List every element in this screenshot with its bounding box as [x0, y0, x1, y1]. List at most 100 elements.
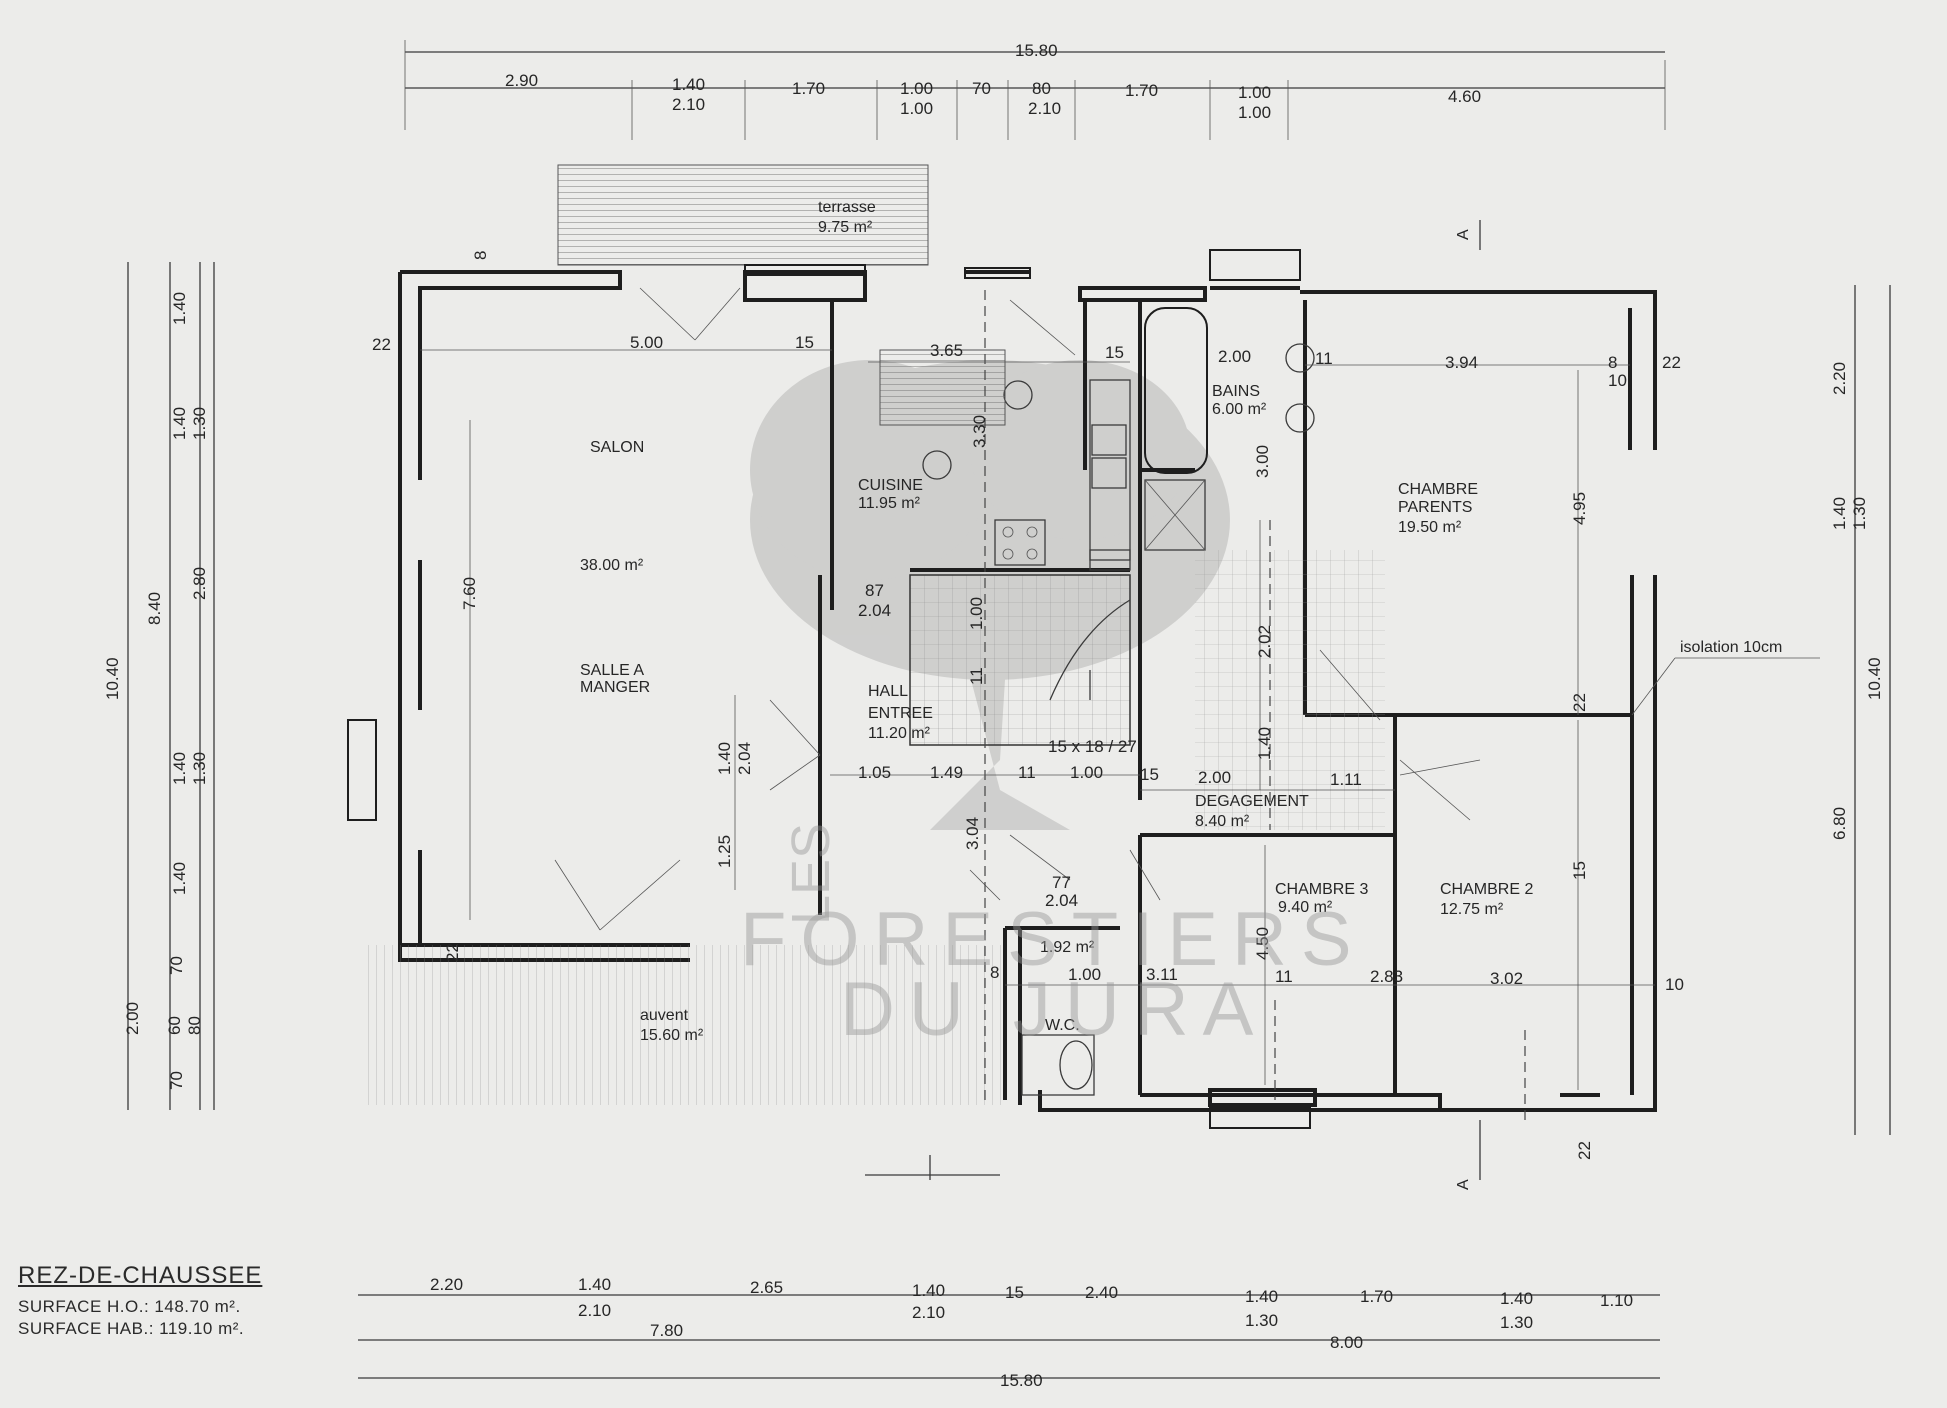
dim-left-0: 10.40: [103, 657, 122, 700]
dim-top-8: 2.10: [1028, 99, 1061, 118]
dim-top-total: 15.80: [1015, 41, 1058, 60]
chambre2-label: CHAMBRE 2: [1440, 881, 1533, 898]
chambre-parents-label-2: PARENTS: [1398, 499, 1472, 516]
dim-int-26: 2.00: [1198, 768, 1231, 787]
surface-hab: SURFACE HAB.: 119.10 m².: [18, 1319, 245, 1338]
dim-left-13: 70: [167, 1071, 186, 1090]
drawing-title: REZ-DE-CHAUSSEE: [18, 1262, 263, 1289]
manger-label: MANGER: [580, 679, 650, 696]
dim-bottom-13: 1.10: [1600, 1291, 1633, 1310]
dim-top-11: 1.00: [1238, 103, 1271, 122]
section-a-bottom: A: [1455, 1179, 1472, 1190]
chambre3-label: CHAMBRE 3: [1275, 881, 1368, 898]
dim-int-16: 1.25: [715, 835, 734, 868]
door-swings: [554, 287, 1481, 931]
dim-top-3: 1.70: [792, 79, 825, 98]
dim-int-52: 10: [1665, 975, 1684, 994]
dim-right-1: 1.40: [1830, 497, 1849, 530]
dim-int-3: 15: [1105, 343, 1124, 362]
dim-int-10: 3.30: [970, 415, 989, 448]
degagement-floor: [1195, 550, 1385, 830]
terrasse-area-label: 9.75 m²: [818, 219, 873, 236]
dim-int-44: 15: [1570, 861, 1589, 880]
window-frames: [347, 249, 1311, 1129]
salle-label: SALLE A: [580, 662, 644, 679]
dim-int-24: 1.00: [1070, 763, 1103, 782]
dim-int-13: 7.60: [460, 577, 479, 610]
watermark-line2: DU JURA: [840, 967, 1268, 1052]
dim-int-21: 1.05: [858, 763, 891, 782]
dim-top-5: 1.00: [900, 99, 933, 118]
dim-int-0: 5.00: [630, 333, 663, 352]
hall-area-label: 11.20 m²: [868, 725, 931, 742]
auvent-area-label: 15.60 m²: [640, 1027, 704, 1044]
dim-bottom-total: 15.80: [1000, 1371, 1043, 1390]
dim-bottom-14: 7.80: [650, 1321, 683, 1340]
salon-area-label: 38.00 m²: [580, 557, 644, 574]
dim-int-9: 10: [1608, 371, 1627, 390]
dim-int-17: 87: [865, 581, 884, 600]
interior-dimension-numbers: 5.00 15 3.65 15 2.00 11 3.94 8 22 10 3.3…: [372, 251, 1684, 1160]
dim-int-41: 2.83: [1370, 967, 1403, 986]
dim-int-42: 3.02: [1490, 969, 1523, 988]
dim-int-40: 11: [1275, 967, 1293, 986]
terrasse-label: terrasse: [818, 199, 876, 216]
dim-int-43: 4.50: [1253, 927, 1272, 960]
dim-int-46: 22: [372, 335, 391, 354]
kitchen-table: [879, 349, 1006, 426]
dim-int-56: 8: [990, 963, 999, 982]
dim-bottom-10: 1.70: [1360, 1287, 1393, 1306]
dim-left-4: 1.30: [190, 407, 209, 440]
dim-left-6: 1.40: [170, 752, 189, 785]
wc-area-label: 1.92 m²: [1040, 939, 1095, 956]
dim-bottom-8: 1.40: [1245, 1287, 1278, 1306]
dim-left-9: 2.00: [123, 1002, 142, 1035]
dim-int-18: 2.04: [858, 601, 891, 620]
dim-int-58: 22: [1575, 1141, 1594, 1160]
dim-int-6: 3.94: [1445, 353, 1478, 372]
dim-left-8: 1.40: [170, 862, 189, 895]
dim-bottom-5: 2.10: [912, 1303, 945, 1322]
cuisine-area-label: 11.95 m²: [858, 495, 921, 512]
dim-int-25: 15: [1140, 765, 1159, 784]
bathtub-icon: [1144, 307, 1208, 474]
dim-left-3: 1.40: [170, 407, 189, 440]
dim-int-11: 3.00: [1253, 445, 1272, 478]
auvent-area: [365, 945, 1005, 1105]
dim-int-45: 22: [1570, 693, 1589, 712]
dim-int-4: 2.00: [1218, 347, 1251, 366]
bottom-dimensions: 2.20 1.40 2.10 2.65 1.40 2.10 15 2.40 1.…: [358, 1275, 1660, 1390]
kitchen-counter: [994, 379, 1131, 571]
dim-top-1: 1.40: [672, 75, 705, 94]
dim-int-14: 1.40: [715, 742, 734, 775]
dim-left-10: 70: [167, 956, 186, 975]
dim-bottom-1: 1.40: [578, 1275, 611, 1294]
salon-label: SALON: [590, 439, 644, 456]
dim-int-15: 2.04: [735, 742, 754, 775]
dim-top-12: 4.60: [1448, 87, 1481, 106]
watermark-line1: FORESTIERS: [740, 897, 1366, 982]
dim-bottom-11: 1.40: [1500, 1289, 1533, 1308]
dim-bottom-0: 2.20: [430, 1275, 463, 1294]
dim-bottom-12: 1.30: [1500, 1313, 1533, 1332]
dim-right-3: 10.40: [1865, 657, 1884, 700]
cuisine-label: CUISINE: [858, 477, 923, 494]
left-dimensions: 10.40 8.40 1.40 1.40 1.30 2.80 1.40 1.30…: [103, 262, 215, 1110]
dim-int-27: 1.11: [1330, 770, 1362, 789]
watermark-text: FORESTIERS DU JURA: [740, 897, 1366, 1052]
dim-top-9: 1.70: [1125, 81, 1158, 100]
isolation-label: isolation 10cm: [1680, 639, 1782, 656]
dim-bottom-9: 1.30: [1245, 1311, 1278, 1330]
dim-left-12: 80: [185, 1016, 204, 1035]
chambre2-area-label: 12.75 m²: [1440, 901, 1504, 918]
drawing-legend: REZ-DE-CHAUSSEE SURFACE H.O.: 148.70 m².…: [18, 1262, 338, 1340]
bains-area-label: 6.00 m²: [1212, 401, 1267, 418]
section-a-top: A: [1455, 229, 1472, 240]
right-dimensions: 2.20 1.40 1.30 10.40 6.80: [1830, 285, 1891, 1135]
dim-int-20: 11: [967, 667, 986, 685]
dim-bottom-4: 1.40: [912, 1281, 945, 1300]
surface-ho: SURFACE H.O.: 148.70 m².: [18, 1297, 241, 1316]
dim-int-12: 4.95: [1570, 492, 1589, 525]
sink-icons: [922, 343, 1315, 480]
wc-room: [1021, 1034, 1095, 1096]
